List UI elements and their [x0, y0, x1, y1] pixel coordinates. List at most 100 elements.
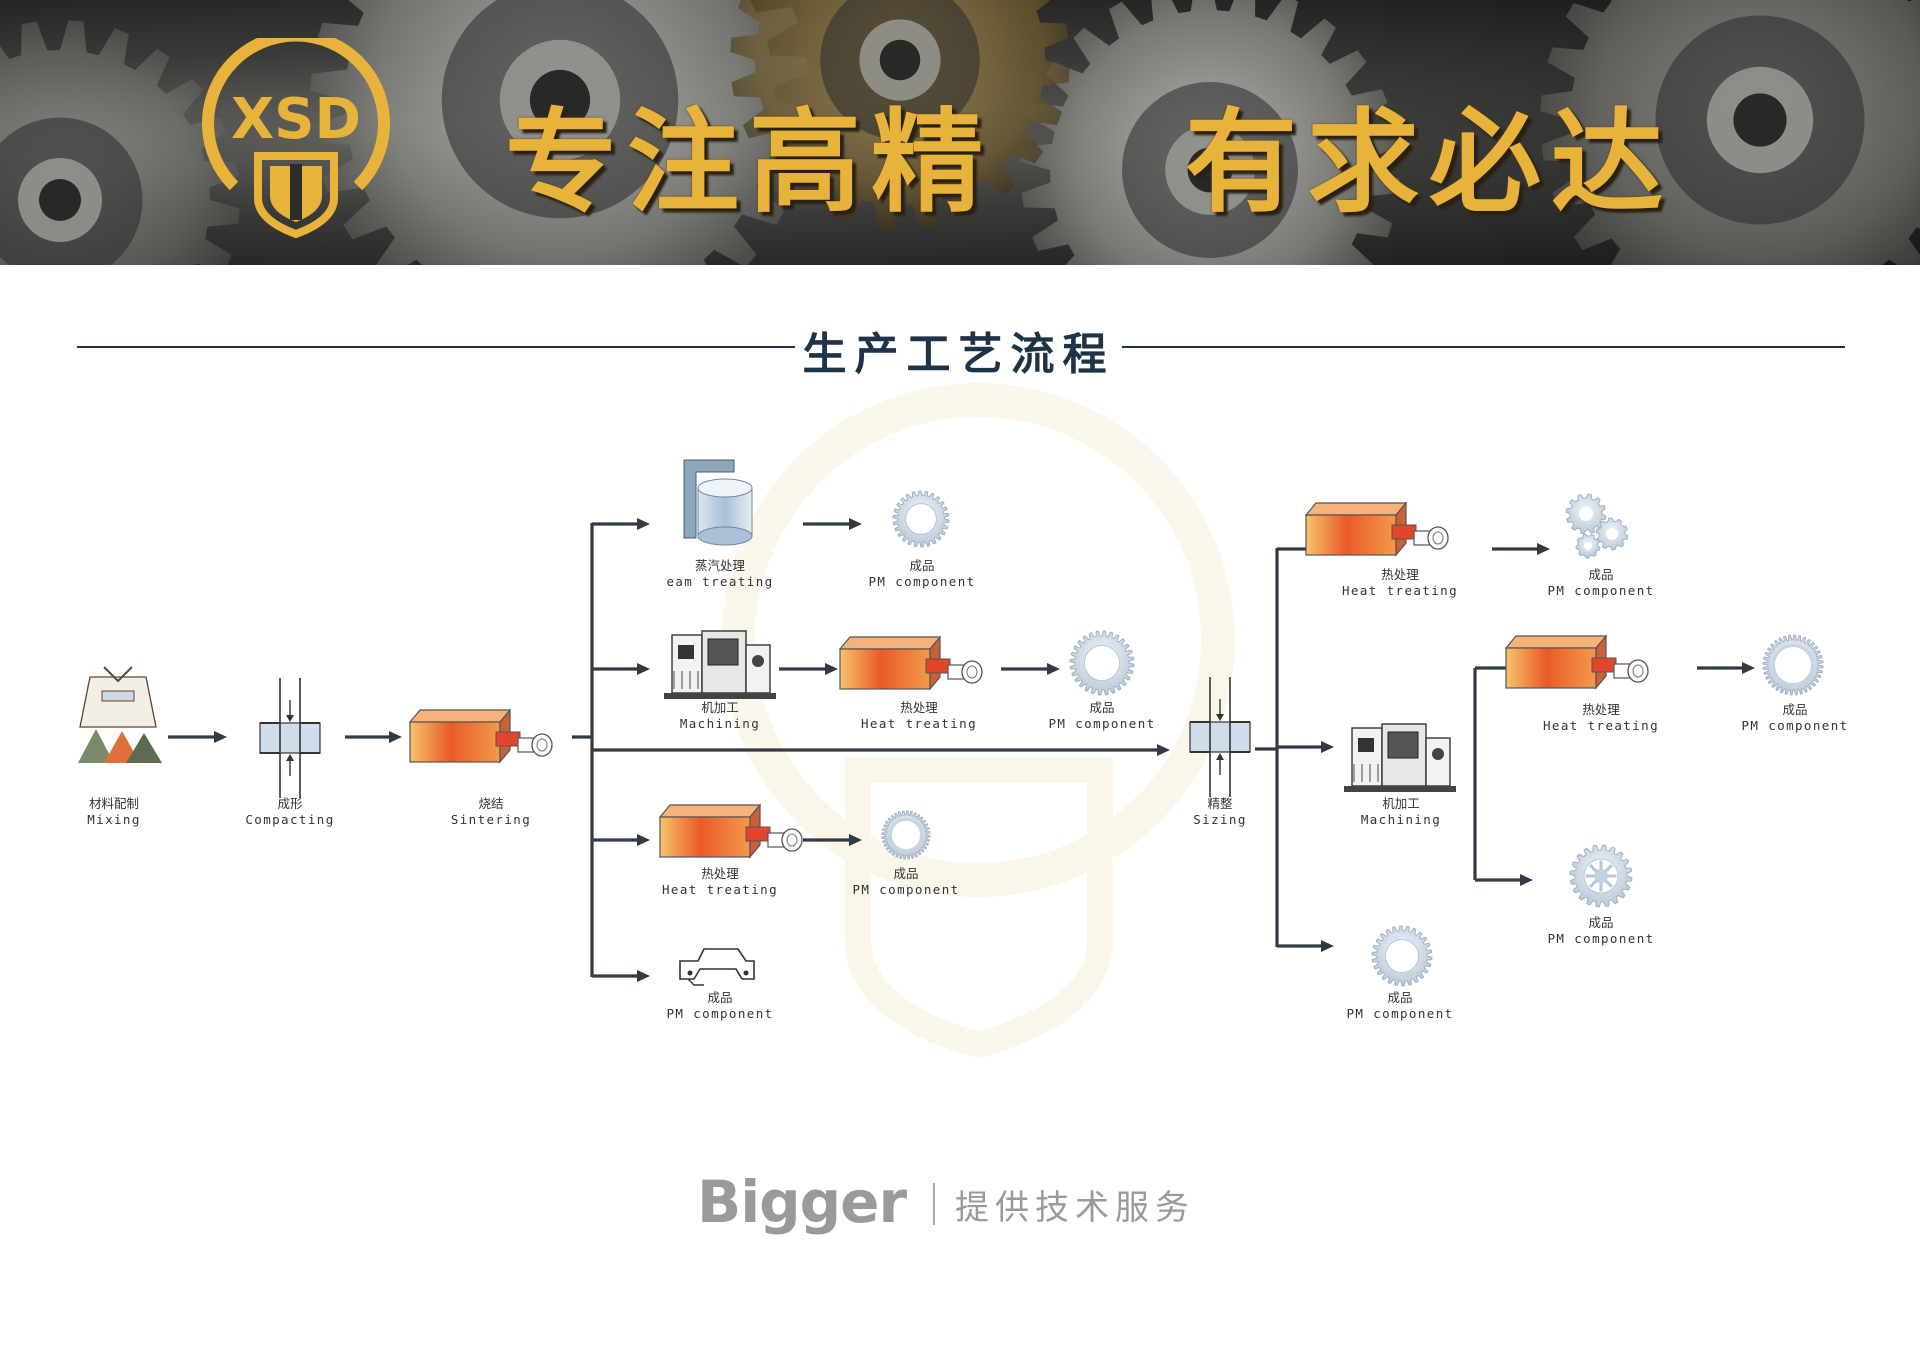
flow-arrow [1001, 663, 1060, 675]
furnace-icon [838, 635, 983, 691]
node-label-en: PM component [666, 1006, 773, 1021]
node-label-zh: 机加工 [1382, 796, 1420, 811]
node-label-zh: 热处理 [1582, 702, 1620, 717]
node-label-en: Machining [1361, 812, 1441, 827]
node-label-en: Heat treating [1543, 718, 1659, 733]
node-label-en: PM component [868, 574, 975, 589]
furnace-icon [1304, 501, 1449, 557]
node-label-en: PM component [1547, 931, 1654, 946]
node-label-en: eam treating [666, 574, 773, 589]
flow-arrow [1277, 940, 1334, 952]
bracket-part-icon [679, 948, 755, 986]
furnace-icon [408, 708, 553, 764]
flow-arrow [1475, 874, 1533, 886]
flow-arrow [1277, 741, 1334, 753]
node-label-zh: 成形 [277, 796, 303, 811]
node-label-en: Heat treating [662, 882, 778, 897]
node-label-zh: 烧结 [478, 796, 503, 811]
node-label-en: Compacting [245, 812, 334, 827]
steam-tank-icon [683, 459, 753, 546]
node-label-zh: 成品 [1387, 990, 1412, 1005]
node-label-en: Heat treating [1342, 583, 1458, 598]
title-divider-right [1122, 346, 1845, 348]
node-label-zh: 蒸汽处理 [695, 558, 746, 573]
flow-arrow [1492, 543, 1550, 555]
node-label-zh: 成品 [1089, 700, 1114, 715]
footer-tagline: 提供技术服务 [955, 1188, 1195, 1228]
title-divider-left [77, 346, 795, 348]
logo-text: XSD [231, 87, 361, 152]
footer-separator [933, 1183, 935, 1225]
gear-cluster-icon [1565, 493, 1629, 559]
footer-brand: Bigger [697, 1168, 907, 1236]
node-label-zh: 热处理 [900, 700, 938, 715]
node-label-en: Mixing [87, 812, 141, 827]
flow-arrow [592, 834, 650, 846]
node-label-en: PM component [852, 882, 959, 897]
node-label-en: PM component [1346, 1006, 1453, 1021]
ring-gear-icon [1762, 634, 1824, 696]
press-die-icon [259, 678, 321, 798]
press-die-icon [1189, 677, 1251, 797]
furnace-icon [1504, 634, 1649, 690]
gear-icon [1371, 925, 1433, 987]
node-label-zh: 材料配制 [89, 796, 139, 811]
node-label-en: Sizing [1193, 812, 1247, 827]
node-label-zh: 成品 [1588, 915, 1613, 930]
mixer-powder-icon [78, 666, 162, 763]
flow-arrow [803, 834, 862, 846]
header-banner: XSD 专注高精 有求必达 [0, 0, 1920, 265]
node-label-en: Heat treating [861, 716, 977, 731]
flow-arrow [1697, 662, 1755, 674]
slogan-left: 专注高精 [505, 98, 993, 228]
section-title: 生产工艺流程 [802, 329, 1115, 380]
node-label-zh: 热处理 [701, 866, 739, 881]
node-label-zh: 成品 [707, 990, 732, 1005]
node-label-zh: 成品 [1588, 567, 1613, 582]
flow-arrow [345, 731, 402, 743]
gear-icon [892, 490, 950, 548]
gear-icon [1069, 630, 1135, 696]
machine-tool-icon [1344, 723, 1456, 792]
node-label-en: PM component [1048, 716, 1155, 731]
flow-arrow [779, 663, 838, 675]
sprocket-icon [1569, 844, 1633, 908]
flow-arrow [168, 731, 227, 743]
slogan-right: 有求必达 [1185, 98, 1673, 228]
xsd-logo: XSD [202, 38, 390, 238]
flow-arrow [592, 663, 650, 675]
ring-gear-icon [881, 810, 931, 860]
flow-icons [78, 459, 1824, 987]
node-label-zh: 机加工 [701, 700, 739, 715]
node-label-zh: 成品 [893, 866, 918, 881]
node-label-en: PM component [1741, 718, 1848, 733]
flow-arrow [592, 518, 650, 530]
gear-background-icon [0, 0, 1920, 265]
node-label-zh: 精整 [1207, 796, 1233, 811]
main-line-to-sizing [592, 744, 1170, 756]
flow-arrow [803, 518, 862, 530]
node-label-zh: 成品 [909, 558, 934, 573]
machine-tool-icon [664, 630, 776, 699]
